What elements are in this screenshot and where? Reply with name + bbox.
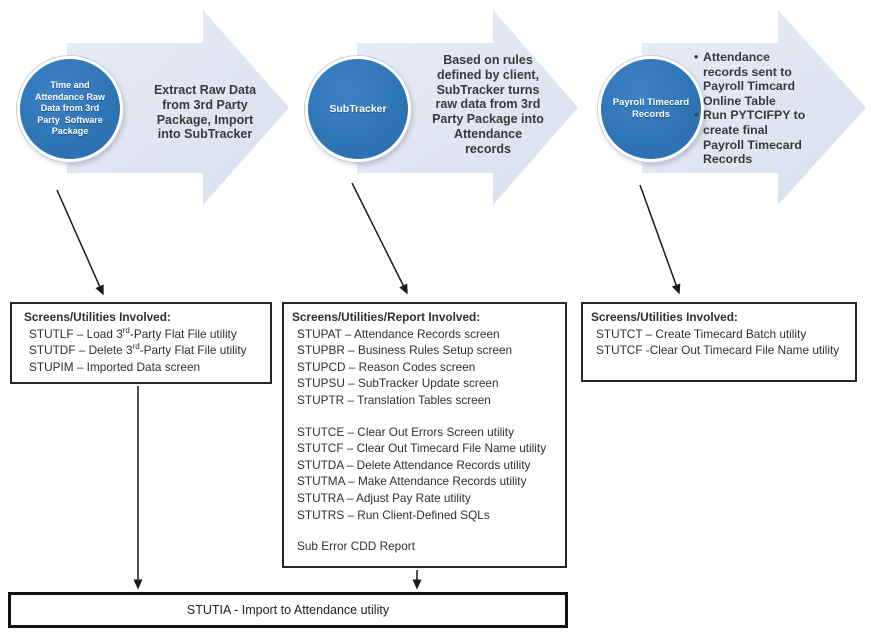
box-item: STUTCE – Clear Out Errors Screen utility <box>297 424 514 439</box>
bullet-icon: • <box>694 108 699 123</box>
box-header: Screens/Utilities Involved: <box>24 310 171 324</box>
box-item: STUPIM – Imported Data screen <box>29 359 201 374</box>
box-item: STUPCD – Reason Codes screen <box>297 359 476 374</box>
stage2-arrow-caption: Based on rules defined by client, SubTra… <box>432 53 544 156</box>
bottom-box-label: STUTIA - Import to Attendance utility <box>186 603 390 617</box>
connector-stage2-to-middle-box <box>351 182 408 295</box>
box-item: STUTLF – Load 3rd-Party Flat File utilit… <box>29 325 237 341</box>
box-item-list: Sub Error CDD Report <box>292 538 559 555</box>
bullet-icon: • <box>694 50 699 64</box>
box-item: STUTCF – Clear Out Timecard File Name ut… <box>297 441 547 456</box>
box-item: STUTRA – Adjust Pay Rate utility <box>297 490 471 505</box>
stage3-chevron-arrow <box>642 10 866 205</box>
stage1-arrow-caption: Extract Raw Data from 3rd Party Package,… <box>153 83 257 142</box>
box-item-list: STUTCE – Clear Out Errors Screen utility… <box>292 424 559 524</box>
box-item-list: STUTLF – Load 3rd-Party Flat File utilit… <box>24 326 264 376</box>
stage2-chevron-arrow <box>357 10 578 205</box>
box-header: Screens/Utilities Involved: <box>591 310 738 324</box>
connector-stage1-to-left-box <box>56 189 104 296</box>
box-item: STUTMA – Make Attendance Records utility <box>297 474 527 489</box>
stage1-source-circle: Time and Attendance Raw Data from 3rd Pa… <box>17 56 123 162</box>
box-item: STUTDF – Delete 3rd-Party Flat File util… <box>29 342 247 358</box>
box-item: STUPBR – Business Rules Setup screen <box>297 343 513 358</box>
bottom-stutia-box: STUTIA - Import to Attendance utility <box>8 592 568 628</box>
connector-stage3-to-right-box <box>639 184 681 295</box>
bullet-item: • Attendance records sent to Payroll Tim… <box>694 50 824 108</box>
box-item: STUTRS – Run Client-Defined SQLs <box>297 507 490 522</box>
stage3-payroll-circle: Payroll Timecard Records <box>598 56 704 162</box>
bullet-text: Attendance records sent to Payroll Timca… <box>703 50 796 108</box>
stage3-arrow-bullet-list: • Attendance records sent to Payroll Tim… <box>694 50 824 167</box>
bullet-item: • Run PYTCIFPY to create final Payroll T… <box>694 108 824 166</box>
right-screens-utilities-box: Screens/Utilities Involved: STUTCT – Cre… <box>581 302 857 382</box>
stage1-chevron-arrow <box>67 10 289 205</box>
left-screens-utilities-box: Screens/Utilities Involved: STUTLF – Loa… <box>10 302 272 384</box>
middle-screens-utilities-report-box: Screens/Utilities/Report Involved: STUPA… <box>282 302 567 568</box>
box-item: STUPAT – Attendance Records screen <box>297 326 500 341</box>
box-header: Screens/Utilities/Report Involved: <box>292 310 481 324</box>
box-item: STUPTR – Translation Tables screen <box>297 392 491 407</box>
box-item: STUTCF -Clear Out Timecard File Name uti… <box>596 343 840 358</box>
box-item: STUTDA – Delete Attendance Records utili… <box>297 457 531 472</box>
bullet-text: Run PYTCIFPY to create final Payroll Tim… <box>703 108 806 167</box>
box-item: STUPSU – SubTracker Update screen <box>297 376 499 391</box>
box-item: STUTCT – Create Timecard Batch utility <box>596 326 807 341</box>
box-item: Sub Error CDD Report <box>297 539 416 554</box>
stage2-subtracker-circle: SubTracker <box>305 56 411 162</box>
